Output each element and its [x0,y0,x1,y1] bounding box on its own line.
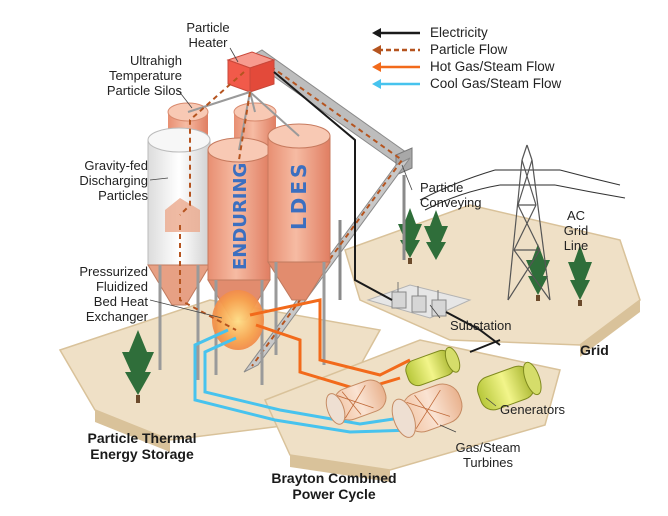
transformer [411,295,427,313]
leader-lines [149,47,497,433]
silo-ldes [267,135,331,263]
label-particle-conveying: Particle Conveying [420,180,482,210]
legend-label-hot-flow: Hot Gas/Steam Flow [430,59,555,74]
label-ac-grid-line: AC Grid Line [563,208,589,253]
label-substation: Substation [450,318,512,333]
label-gravity-fed: Gravity-fed Discharging Particles [79,158,148,203]
transmission-tower [419,144,626,301]
ptes-ground-edge [95,410,170,452]
tree [424,210,448,260]
legend-swatches [372,28,420,89]
particle-heater [187,51,300,151]
label-heat-exchanger: Pressurized Fluidized Bed Heat Exchanger [79,264,148,324]
silo-enduring [207,149,271,281]
brayton-ground-edge [290,455,390,482]
electricity-lines [273,71,501,353]
legend-label-cool-flow: Cool Gas/Steam Flow [430,76,562,91]
turbines [325,379,463,438]
silo-text-ldes: LDES [287,161,311,230]
heat-exchanger [212,290,264,350]
label-thermal-storage: Particle Thermal Energy Storage [87,430,197,462]
legend-arrow-hot [372,62,420,72]
tree [568,245,592,300]
legend-label-particle-flow: Particle Flow [430,42,508,57]
generators [405,346,542,411]
label-generators: Generators [500,402,566,417]
legend-arrow-electricity [372,28,420,38]
tree [526,244,550,295]
legend-arrow-particle [372,45,420,55]
grid-ground-edge [580,300,640,357]
label-brayton-cycle: Brayton Combined Power Cycle [271,470,397,502]
tree [122,330,154,395]
transformer [431,299,447,317]
transformer [391,291,407,309]
label-turbines: Gas/Steam Turbines [455,440,521,470]
legend-arrow-cool [372,79,420,89]
tree-trunk [136,395,140,403]
substation [366,282,472,319]
particle-flow-lines [179,71,251,331]
tree-trunk [408,258,412,264]
silo-text-enduring: ENDURING [230,163,251,270]
label-particle-heater: Particle Heater [186,20,230,50]
legend-label-electricity: Electricity [430,25,488,40]
tree-trunk [536,295,540,301]
label-particle-silos: Ultrahigh Temperature Particle Silos [106,53,182,98]
label-grid: Grid [580,342,609,358]
tree-trunk [578,300,582,306]
